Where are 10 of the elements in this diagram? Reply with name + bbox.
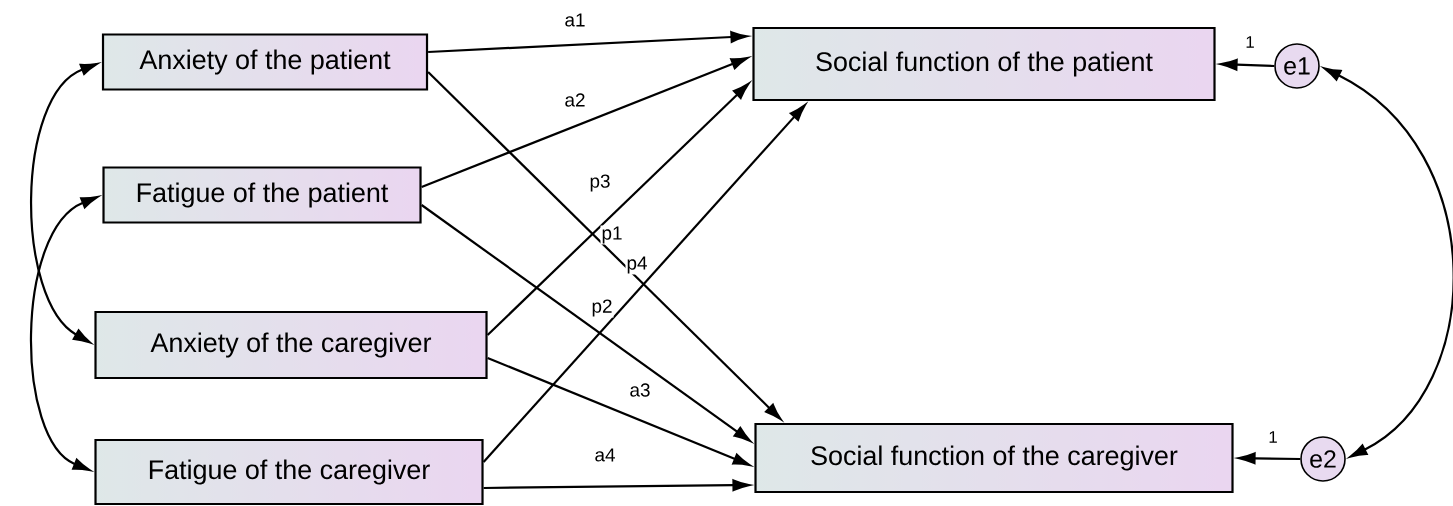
edge-label: 1 xyxy=(1267,430,1279,444)
variable-box: Anxiety of the patient xyxy=(101,33,429,91)
variable-box: Fatigue of the caregiver xyxy=(94,438,484,506)
variable-box: Social function of the caregiver xyxy=(754,422,1234,494)
variable-box: Anxiety of the caregiver xyxy=(94,310,488,380)
edge-label: a1 xyxy=(563,12,587,28)
edge-label: 1 xyxy=(1244,35,1256,49)
double-headed-arrow xyxy=(1323,67,1453,458)
variable-box: Social function of the patient xyxy=(752,26,1216,102)
variable-box: Fatigue of the patient xyxy=(102,166,422,224)
